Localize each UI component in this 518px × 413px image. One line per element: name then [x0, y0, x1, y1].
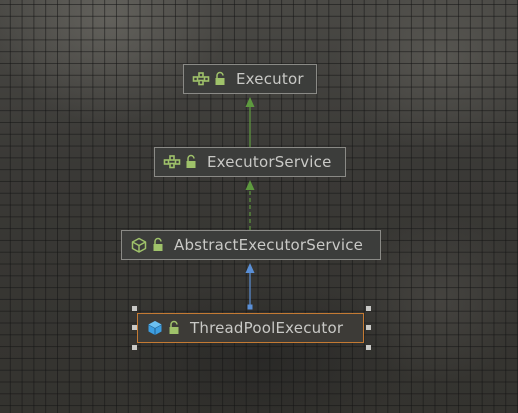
selection-handle[interactable] — [366, 306, 371, 311]
selection-handle[interactable] — [366, 325, 371, 330]
node-abstract-executor-service[interactable]: AbstractExecutorService — [121, 230, 381, 260]
edge-arrowhead — [245, 97, 255, 107]
node-label: ExecutorService — [207, 153, 332, 171]
unlock-icon — [215, 71, 225, 85]
selection-handle[interactable] — [132, 306, 137, 311]
node-executor[interactable]: Executor — [183, 64, 317, 94]
node-label: AbstractExecutorService — [174, 236, 364, 254]
selection-handle[interactable] — [132, 325, 137, 330]
selection-handle[interactable] — [132, 345, 137, 350]
edge-anchor-handle[interactable] — [247, 304, 253, 310]
abstract-class-icon — [131, 237, 147, 253]
node-thread-pool-executor[interactable]: ThreadPoolExecutor — [137, 313, 364, 343]
unlock-icon — [186, 154, 196, 168]
node-executor-service[interactable]: ExecutorService — [154, 147, 346, 177]
node-label: Executor — [236, 70, 304, 88]
interface-icon — [163, 155, 181, 169]
edge-arrowhead — [245, 180, 255, 190]
class-icon — [148, 321, 162, 335]
node-label: ThreadPoolExecutor — [190, 319, 344, 337]
unlock-icon — [169, 320, 179, 334]
selection-handle[interactable] — [366, 345, 371, 350]
edge-arrowhead — [245, 263, 255, 273]
interface-icon — [192, 72, 210, 86]
unlock-icon — [153, 237, 163, 251]
